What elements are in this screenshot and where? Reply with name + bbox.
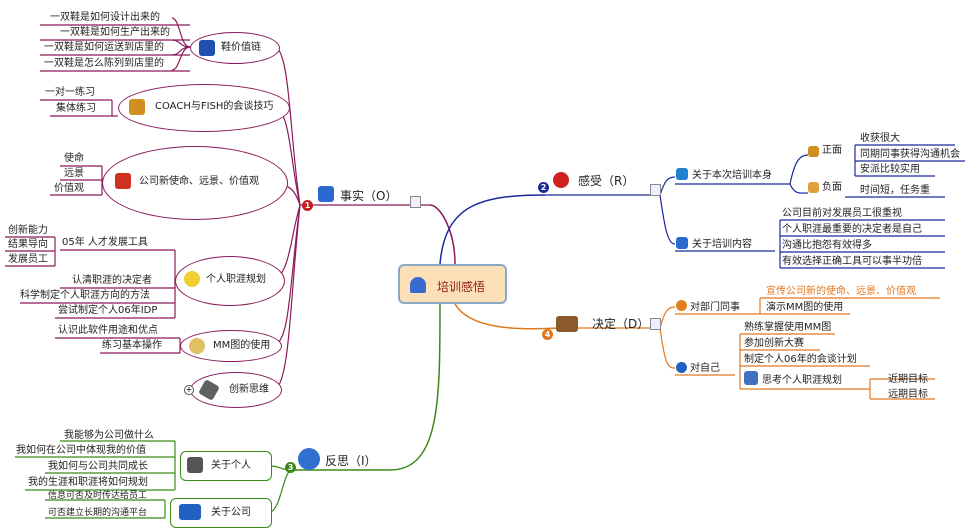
person-icon: [187, 457, 203, 473]
feel-content-item: 个人职涯最重要的决定者是自己: [782, 224, 922, 235]
footprint-icon: [199, 40, 215, 56]
decide-dept-item: 宣传公司新的使命、远景、价值观: [766, 286, 916, 297]
mm-label: MM图的使用: [213, 340, 271, 351]
node-mission[interactable]: 公司新使命、远景、价值观: [102, 146, 288, 220]
root-node[interactable]: 培训感悟: [398, 264, 507, 304]
mission-item: 使命: [64, 153, 84, 164]
mission-label: 公司新使命、远景、价值观: [139, 176, 259, 187]
feel-pos-item: 同期同事获得沟通机会: [860, 149, 960, 160]
gavel-icon: [556, 316, 578, 332]
branch-reflect[interactable]: 反思（I）: [325, 454, 377, 468]
mission-item: 价值观: [54, 183, 84, 194]
mm-item: 认识此软件用途和优点: [58, 325, 158, 336]
decide-plan-item: 近期目标: [888, 374, 928, 385]
feel-content-item: 有效选择正确工具可以事半功倍: [782, 256, 922, 267]
career-tool: 05年 人才发展工具: [62, 237, 148, 248]
thumbs-down-icon: [808, 182, 819, 193]
feel-content[interactable]: 关于培训内容: [692, 239, 752, 250]
reflect-company-item: 可否建立长期的沟通平台: [48, 508, 148, 518]
reflect-personal-item: 我的生涯和职涯将如何规划: [28, 477, 148, 488]
rocket-icon: [115, 173, 131, 189]
thumbs-up-icon: [808, 146, 819, 157]
shoe-item: 一双鞋是如何生产出来的: [60, 27, 170, 38]
reflect-personal-item: 我能够为公司做什么: [64, 430, 154, 441]
priority-2-icon: 2: [538, 182, 549, 193]
career-tool-item: 结果导向: [8, 239, 48, 250]
node-mm-usage[interactable]: MM图的使用: [180, 330, 282, 362]
node-innovation[interactable]: 创新思维: [190, 372, 282, 408]
priority-4-icon: 4: [542, 329, 553, 340]
node-career[interactable]: 个人职涯规划: [175, 256, 285, 306]
career-item: 科学制定个人职涯方向的方法: [20, 290, 150, 301]
branch-decide[interactable]: 决定（D）: [592, 317, 650, 331]
quill-icon: [198, 379, 220, 401]
coach-item: 一对一练习: [45, 87, 95, 98]
feel-content-item: 沟通比抱怨有效得多: [782, 240, 872, 251]
mountain-icon: [410, 277, 426, 293]
root-label: 培训感悟: [437, 280, 486, 294]
decide-plan[interactable]: 思考个人职涯规划: [762, 375, 842, 386]
reflect-personal-item: 我如何在公司中体现我的价值: [16, 445, 146, 456]
decide-dept[interactable]: 对部门同事: [690, 302, 740, 313]
note-icon: [650, 184, 661, 196]
decide-self-item: 参加创新大赛: [744, 338, 804, 349]
node-company[interactable]: 关于公司: [170, 498, 272, 528]
mindmap-icon: [189, 338, 205, 354]
company-label: 关于公司: [211, 507, 251, 518]
node-personal[interactable]: 关于个人: [180, 451, 272, 481]
branch-feel[interactable]: 感受（R）: [578, 174, 635, 188]
decide-plan-item: 远期目标: [888, 389, 928, 400]
expand-icon[interactable]: +: [184, 385, 194, 395]
coach-item: 集体练习: [56, 103, 96, 114]
shoe-item: 一双鞋是如何运送到店里的: [44, 42, 164, 53]
group-icon: [179, 504, 201, 520]
feel-training[interactable]: 关于本次培训本身: [692, 170, 772, 181]
career-item: 认清职涯的决定者: [72, 275, 152, 286]
priority-1-icon: 1: [302, 200, 313, 211]
branch-facts[interactable]: 事实（O）: [340, 189, 398, 203]
pencil-icon: [676, 237, 688, 249]
handshake-icon: [129, 99, 145, 115]
feel-pos-item: 收获很大: [860, 133, 900, 144]
question-icon: [298, 448, 320, 470]
note-icon: [650, 318, 661, 330]
node-shoe-value-chain[interactable]: 鞋价值链: [190, 32, 280, 64]
coach-label: COACH与FISH的会谈技巧: [155, 101, 274, 112]
decide-self-item: 制定个人06年的会谈计划: [744, 354, 857, 365]
decide-dept-item: 演示MM图的使用: [766, 302, 844, 313]
innov-label: 创新思维: [229, 384, 269, 395]
reflect-personal-item: 我如何与公司共同成长: [48, 461, 148, 472]
decide-self[interactable]: 对自己: [690, 363, 720, 374]
feel-negative[interactable]: 负面: [822, 182, 842, 193]
target-icon: [553, 172, 569, 188]
personal-label: 关于个人: [211, 460, 251, 471]
shoe-item: 一双鞋是如何设计出来的: [50, 12, 160, 23]
signpost-icon: [184, 271, 200, 287]
note-icon: [410, 196, 421, 208]
feel-content-item: 公司目前对发展员工很重视: [782, 208, 902, 219]
shoe-item: 一双鞋是怎么陈列到店里的: [44, 58, 164, 69]
priority-3-icon: 3: [285, 462, 296, 473]
shoe-label: 鞋价值链: [221, 42, 261, 53]
pencil-icon: [318, 186, 334, 202]
feel-neg-item: 时间短，任务重: [860, 185, 930, 196]
mm-item: 练习基本操作: [102, 340, 162, 351]
mission-item: 远景: [64, 168, 84, 179]
globe-icon: [676, 362, 687, 373]
refresh-icon: [676, 300, 687, 311]
node-coach-fish[interactable]: COACH与FISH的会谈技巧: [118, 84, 290, 132]
career-item: 尝试制定个人06年IDP: [58, 305, 158, 316]
reflect-company-item: 信息可否及时传达给员工: [48, 491, 148, 501]
feel-positive[interactable]: 正面: [822, 145, 842, 156]
career-label: 个人职涯规划: [206, 274, 266, 285]
career-tool-item: 发展员工: [8, 254, 48, 265]
calendar-icon: [744, 371, 758, 385]
chat-icon: [676, 168, 688, 180]
career-tool-item: 创新能力: [8, 225, 48, 236]
decide-self-item: 熟练掌握使用MM图: [744, 322, 832, 333]
feel-pos-item: 安派比较实用: [860, 164, 920, 175]
